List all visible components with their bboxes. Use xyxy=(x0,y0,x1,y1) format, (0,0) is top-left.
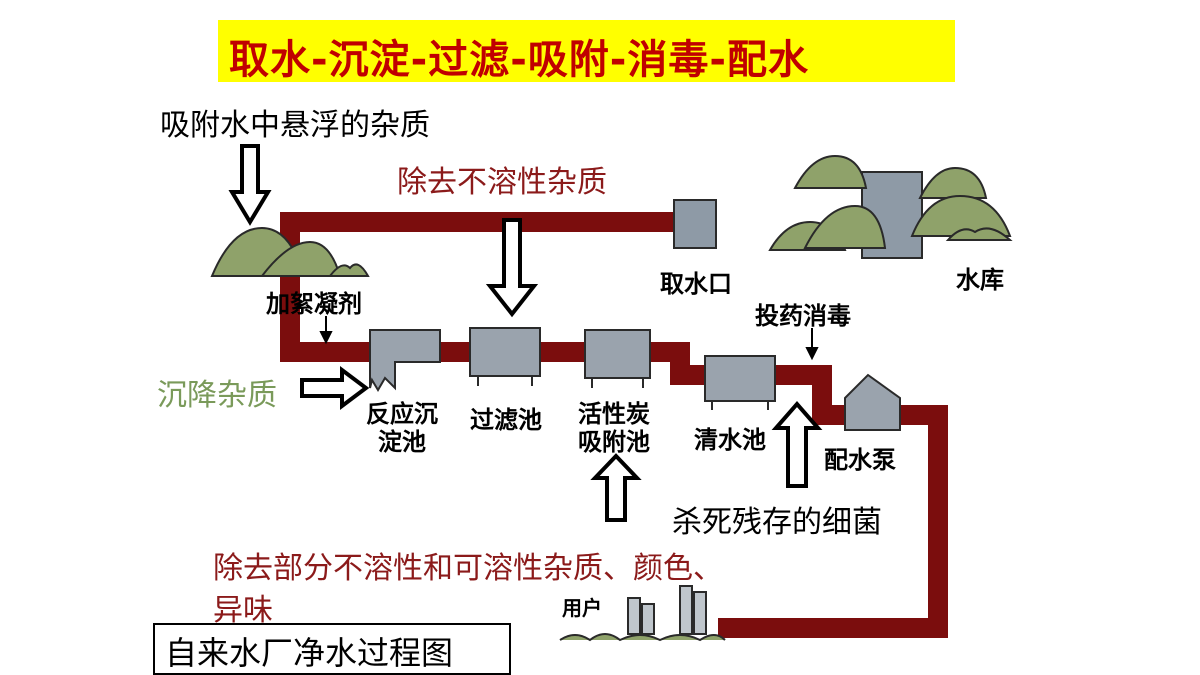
reservoir xyxy=(768,154,1013,259)
tanks xyxy=(369,327,901,431)
label-filter-tank: 过滤池 xyxy=(470,405,542,434)
title-banner xyxy=(218,20,955,82)
dosing-arrows xyxy=(319,316,819,361)
intake-box xyxy=(673,199,717,249)
note-adsorb: 吸附水中悬浮的杂质 xyxy=(160,108,430,143)
arrow-up-disinfect xyxy=(771,400,823,488)
user-buildings xyxy=(559,585,726,642)
note-remove-insoluble: 除去不溶性杂质 xyxy=(397,165,607,200)
label-reservoir: 水库 xyxy=(956,265,1004,294)
arrow-down-filter xyxy=(485,218,539,318)
note-remove-part-line1: 除去部分不溶性和可溶性杂质、颜色、 xyxy=(213,551,723,586)
note-settle: 沉降杂质 xyxy=(157,378,277,413)
label-disinfect: 投药消毒 xyxy=(755,301,851,330)
arrow-right-settle xyxy=(300,366,370,410)
label-carbon-line2: 吸附池 xyxy=(578,427,650,456)
arrow-up-carbon xyxy=(590,453,642,522)
arrow-down-adsorb xyxy=(228,144,272,226)
caption-box xyxy=(153,623,511,675)
left-hills xyxy=(210,226,370,277)
label-carbon-tank: 活性炭 吸附池 xyxy=(578,400,650,456)
label-intake: 取水口 xyxy=(660,269,732,298)
label-user: 用户 xyxy=(562,596,602,620)
caption-text: 自来水厂净水过程图 xyxy=(165,634,454,672)
note-remove-part-line2: 异味 xyxy=(213,593,273,628)
note-kill-bacteria: 杀死残存的细菌 xyxy=(672,505,882,540)
label-reaction-tank-line1: 反应沉 xyxy=(366,399,438,428)
label-carbon-line1: 活性炭 xyxy=(578,399,650,428)
label-reaction-tank-line2: 淀池 xyxy=(378,427,426,456)
label-clear-tank: 清水池 xyxy=(694,425,766,454)
pipe-network xyxy=(280,212,948,638)
hollow-arrows xyxy=(228,144,823,522)
page-title: 取水-沉淀-过滤-吸附-消毒-配水 xyxy=(229,37,810,83)
label-coagulant: 加絮凝剂 xyxy=(266,289,362,318)
label-reaction-tank: 反应沉 淀池 xyxy=(366,400,438,456)
label-pump: 配水泵 xyxy=(824,445,896,474)
